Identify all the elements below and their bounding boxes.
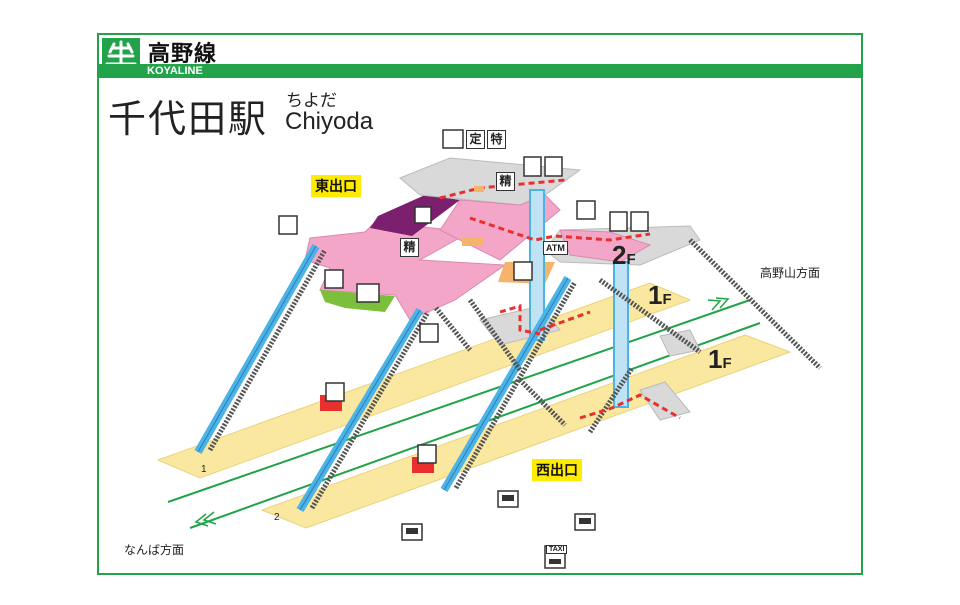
- line-name: 高野線: [148, 42, 218, 67]
- escalator-icon: [278, 215, 298, 235]
- bus-stop-icon: [401, 523, 423, 541]
- station-staff-icon: [414, 206, 432, 224]
- exit-booth-west: [412, 444, 437, 473]
- ticket-machine-icon: [442, 129, 464, 149]
- escalator-icon: [576, 200, 596, 220]
- east-exit-label: 東出口: [311, 175, 361, 197]
- toilet-icon: [356, 283, 380, 303]
- track-line: [189, 322, 761, 529]
- wheelchair-icon: [324, 269, 344, 289]
- atm-icon: ATM: [543, 241, 568, 255]
- locker-icon: [513, 261, 533, 281]
- limited-express-ticket-icon: 特: [487, 130, 506, 149]
- station-name-kana: ちよだ: [286, 91, 337, 111]
- landing-1f-c: [639, 381, 691, 421]
- direction-arrow-koyasan: [707, 297, 730, 311]
- platform-1: [156, 282, 692, 479]
- ticket-gate-icon: [462, 186, 484, 246]
- direction-arrow-namba: [194, 511, 217, 527]
- direction-namba: なんば方面: [124, 543, 185, 557]
- platform-2: [260, 334, 792, 529]
- line-name-roman: KOYALINE: [147, 65, 203, 77]
- platform-number-1: 1: [201, 464, 207, 475]
- west-exit-label: 西出口: [532, 459, 582, 481]
- station-name-roman: Chiyoda: [285, 108, 374, 135]
- escalator: [194, 244, 572, 513]
- escalator-icon: [419, 323, 439, 343]
- line-color-band: [97, 64, 863, 78]
- taxi-label: TAXI: [546, 545, 568, 554]
- floor-label-1f-lower: 1F: [708, 344, 732, 374]
- track-line: [167, 299, 751, 503]
- elevator-icon: [544, 156, 563, 177]
- elevator-icon: [609, 211, 628, 232]
- elevator-icon: [523, 156, 542, 177]
- station-name: 千代田駅: [108, 97, 269, 141]
- exit-booth-east: [320, 382, 345, 411]
- landing-1f-b: [659, 329, 701, 357]
- floor-label-2f: 2F: [612, 240, 636, 270]
- commuter-pass-icon: 定: [466, 130, 485, 149]
- fare-adjustment-icon-1: 精: [496, 172, 515, 191]
- direction-koyasan: 高野山方面: [760, 266, 821, 280]
- bus-stop-icon: [574, 513, 596, 531]
- fare-adjustment-icon-2: 精: [400, 238, 419, 257]
- floor-label-1f-upper: 1F: [648, 280, 672, 310]
- elevator-shaft-west: [613, 261, 629, 408]
- map-frame: [97, 33, 863, 575]
- elevator-icon: [630, 211, 649, 232]
- platform-number-2: 2: [274, 512, 280, 523]
- staircase: [207, 238, 822, 510]
- bus-stop-icon: [497, 490, 519, 508]
